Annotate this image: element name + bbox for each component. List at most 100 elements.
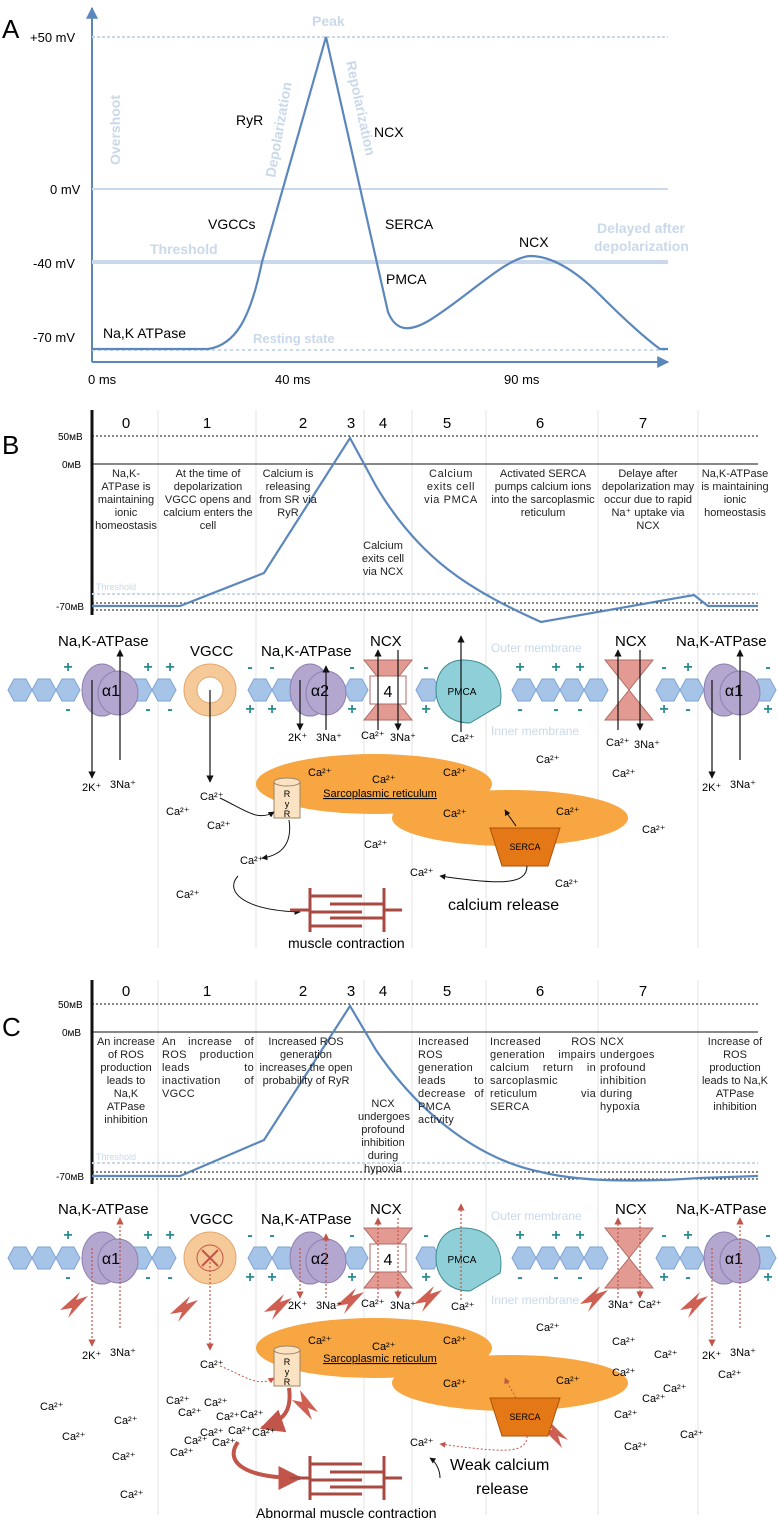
- lipid-hexagon: [7, 1246, 33, 1270]
- panel-b-phase-6: 6: [536, 415, 544, 432]
- panel-c-phase-0: 0: [122, 983, 130, 1000]
- panel-c-nak-label-3: Na,K-ATPase: [676, 1201, 767, 1218]
- panel-b-k-ion-1: 2K⁺: [82, 782, 101, 794]
- action-potential-curve: [92, 36, 668, 351]
- panel-c-na-ncx: 3Na⁺: [390, 1300, 416, 1312]
- ca-ion: Ca²⁺: [228, 1425, 252, 1437]
- panel-b-desc-5: Calcium exits cell via PMCA: [424, 468, 478, 506]
- minus-charge-mark: -: [349, 1227, 354, 1244]
- panel-c-nak-pump-2: α2: [289, 1231, 347, 1285]
- minus-charge-mark: -: [661, 659, 666, 676]
- pmca-pump-label: PMCA: [448, 687, 477, 698]
- lipid-hexagon: [511, 678, 537, 702]
- plus-charge-mark: +: [683, 1227, 692, 1244]
- panel-c-k-ion-2: 2K⁺: [288, 1300, 307, 1312]
- plus-charge-mark: +: [515, 659, 524, 676]
- panel-c-y50: 50мВ: [58, 1000, 83, 1011]
- plus-charge-mark: +: [165, 659, 174, 676]
- panel-b-ncx-exchanger-2: [603, 659, 655, 721]
- panel-b-phase-4: 4: [379, 415, 387, 432]
- panel-b-na-ion-2: 3Na⁺: [316, 732, 342, 744]
- minus-charge-mark: -: [349, 659, 354, 676]
- ca-ion: Ca²⁺: [410, 867, 434, 879]
- panel-b-serca-label: SERCA: [509, 842, 540, 852]
- ca-ion: Ca²⁺: [443, 767, 467, 779]
- panel-c-ca-ncx2: Ca²⁺: [638, 1299, 662, 1311]
- alpha2-label: α2: [311, 1251, 329, 1268]
- lipid-hexagon: [31, 678, 57, 702]
- panel-c-desc-6: Increased ROS generation impairs calcium…: [490, 1036, 596, 1113]
- panel-c-ros-bolts: [60, 1286, 708, 1448]
- panel-b-vgcc-label: VGCC: [190, 643, 234, 660]
- panel-c-nak-pump-1: α1: [81, 1231, 139, 1285]
- panel-c-desc-8: Increase of ROS production leads to Na,K…: [701, 1036, 769, 1113]
- lipid-hexagon: [655, 678, 681, 702]
- plus-charge-mark: +: [421, 701, 430, 718]
- ca-ion: Ca²⁺: [654, 1349, 678, 1361]
- lipid-hexagon: [55, 1246, 81, 1270]
- minus-charge-mark: -: [145, 701, 150, 718]
- panel-c-na-ion-1: 3Na⁺: [110, 1347, 136, 1359]
- panel-c-desc-4: NCX undergoes profound inhibition during…: [358, 1098, 410, 1175]
- lipid-hexagon: [655, 1246, 681, 1270]
- y-label-plus50: +50 mV: [30, 30, 75, 45]
- ca-ion: Ca²⁺: [642, 824, 666, 836]
- plus-charge-mark: +: [63, 1227, 72, 1244]
- lipid-hexagon: [151, 1246, 177, 1270]
- panel-c-y0: 0мВ: [62, 1028, 81, 1039]
- ca-ion: Ca²⁺: [252, 1427, 276, 1439]
- panel-b-cell-arrows: [219, 797, 528, 915]
- minus-charge-mark: -: [65, 1269, 70, 1286]
- panel-c-phase-4: 4: [379, 983, 387, 1000]
- plus-charge-mark: +: [683, 659, 692, 676]
- minus-charge-mark: -: [517, 701, 522, 718]
- ros-bolt-icon: [264, 1294, 292, 1320]
- ca-ion: Ca²⁺: [166, 1395, 190, 1407]
- panel-b-letter: B: [2, 430, 19, 460]
- panel-c-ryr-r1: R: [284, 1357, 291, 1367]
- panel-c-ncx-exchanger-2: [603, 1227, 655, 1289]
- panel-b-phase-3: 3: [347, 415, 355, 432]
- panel-c-ca-pmca: Ca²⁺: [451, 1301, 475, 1313]
- lipid-hexagon: [559, 678, 585, 702]
- panel-b-y70: -70мВ: [56, 602, 84, 613]
- panel-c-ryr-channel: R y R: [273, 1345, 301, 1387]
- panel-c-desc-7: NCX undergoes profound inhibition during…: [600, 1036, 655, 1113]
- panel-c-phase-7: 7: [639, 983, 647, 1000]
- ca-ion: Ca²⁺: [178, 1407, 202, 1419]
- ca-ion: Ca²⁺: [120, 1489, 144, 1501]
- plus-charge-mark: +: [267, 1269, 276, 1286]
- plus-charge-mark: +: [245, 701, 254, 718]
- panel-b-na-ion-3: 3Na⁺: [730, 779, 756, 791]
- ca-ion: Ca²⁺: [612, 768, 636, 780]
- panel-b-k-ion-3: 2K⁺: [702, 782, 721, 794]
- panel-c-ncx-label-2: NCX: [615, 1201, 647, 1218]
- ca-ion: Ca²⁺: [216, 1411, 240, 1423]
- panel-c-threshold-label: Threshold: [96, 1152, 136, 1162]
- ca-ion: Ca²⁺: [212, 1437, 236, 1449]
- ca-ion: Ca²⁺: [443, 1335, 467, 1347]
- plus-charge-mark: +: [575, 659, 584, 676]
- panel-b-ca-ncx2: Ca²⁺: [606, 737, 630, 749]
- ros-bolt-icon: [580, 1286, 608, 1312]
- lipid-hexagon: [31, 1246, 57, 1270]
- panel-c-na-ion-3: 3Na⁺: [730, 1347, 756, 1359]
- panel-c-free-calcium: Ca²⁺ Ca²⁺ Ca²⁺ Ca²⁺ Ca²⁺ Ca²⁺ Ca²⁺ Ca²⁺ …: [40, 1322, 742, 1501]
- plus-charge-mark: +: [165, 1227, 174, 1244]
- minus-charge-mark: -: [553, 1269, 558, 1286]
- ca-ion: Ca²⁺: [204, 1397, 228, 1409]
- panel-b-y50: 50мВ: [58, 432, 83, 443]
- ca-ion: Ca²⁺: [170, 1447, 194, 1459]
- ros-bolt-icon: [60, 1292, 88, 1318]
- lipid-hexagon: [511, 1246, 537, 1270]
- plus-charge-mark: +: [421, 1269, 430, 1286]
- minus-charge-mark: -: [423, 1227, 428, 1244]
- panel-c-nak-pump-3: α1: [703, 1231, 761, 1285]
- panel-b-desc-0: Na,K-ATPase is maintaining ionic homeost…: [95, 468, 157, 532]
- ca-ion: Ca²⁺: [240, 855, 264, 867]
- lipid-hexagon: [7, 678, 33, 702]
- panel-c-outer-membrane: Outer membrane: [491, 1209, 582, 1223]
- panel-b-ncx-label-1: NCX: [370, 633, 402, 650]
- plus-charge-mark: +: [659, 1269, 668, 1286]
- plus-charge-mark: +: [347, 701, 356, 718]
